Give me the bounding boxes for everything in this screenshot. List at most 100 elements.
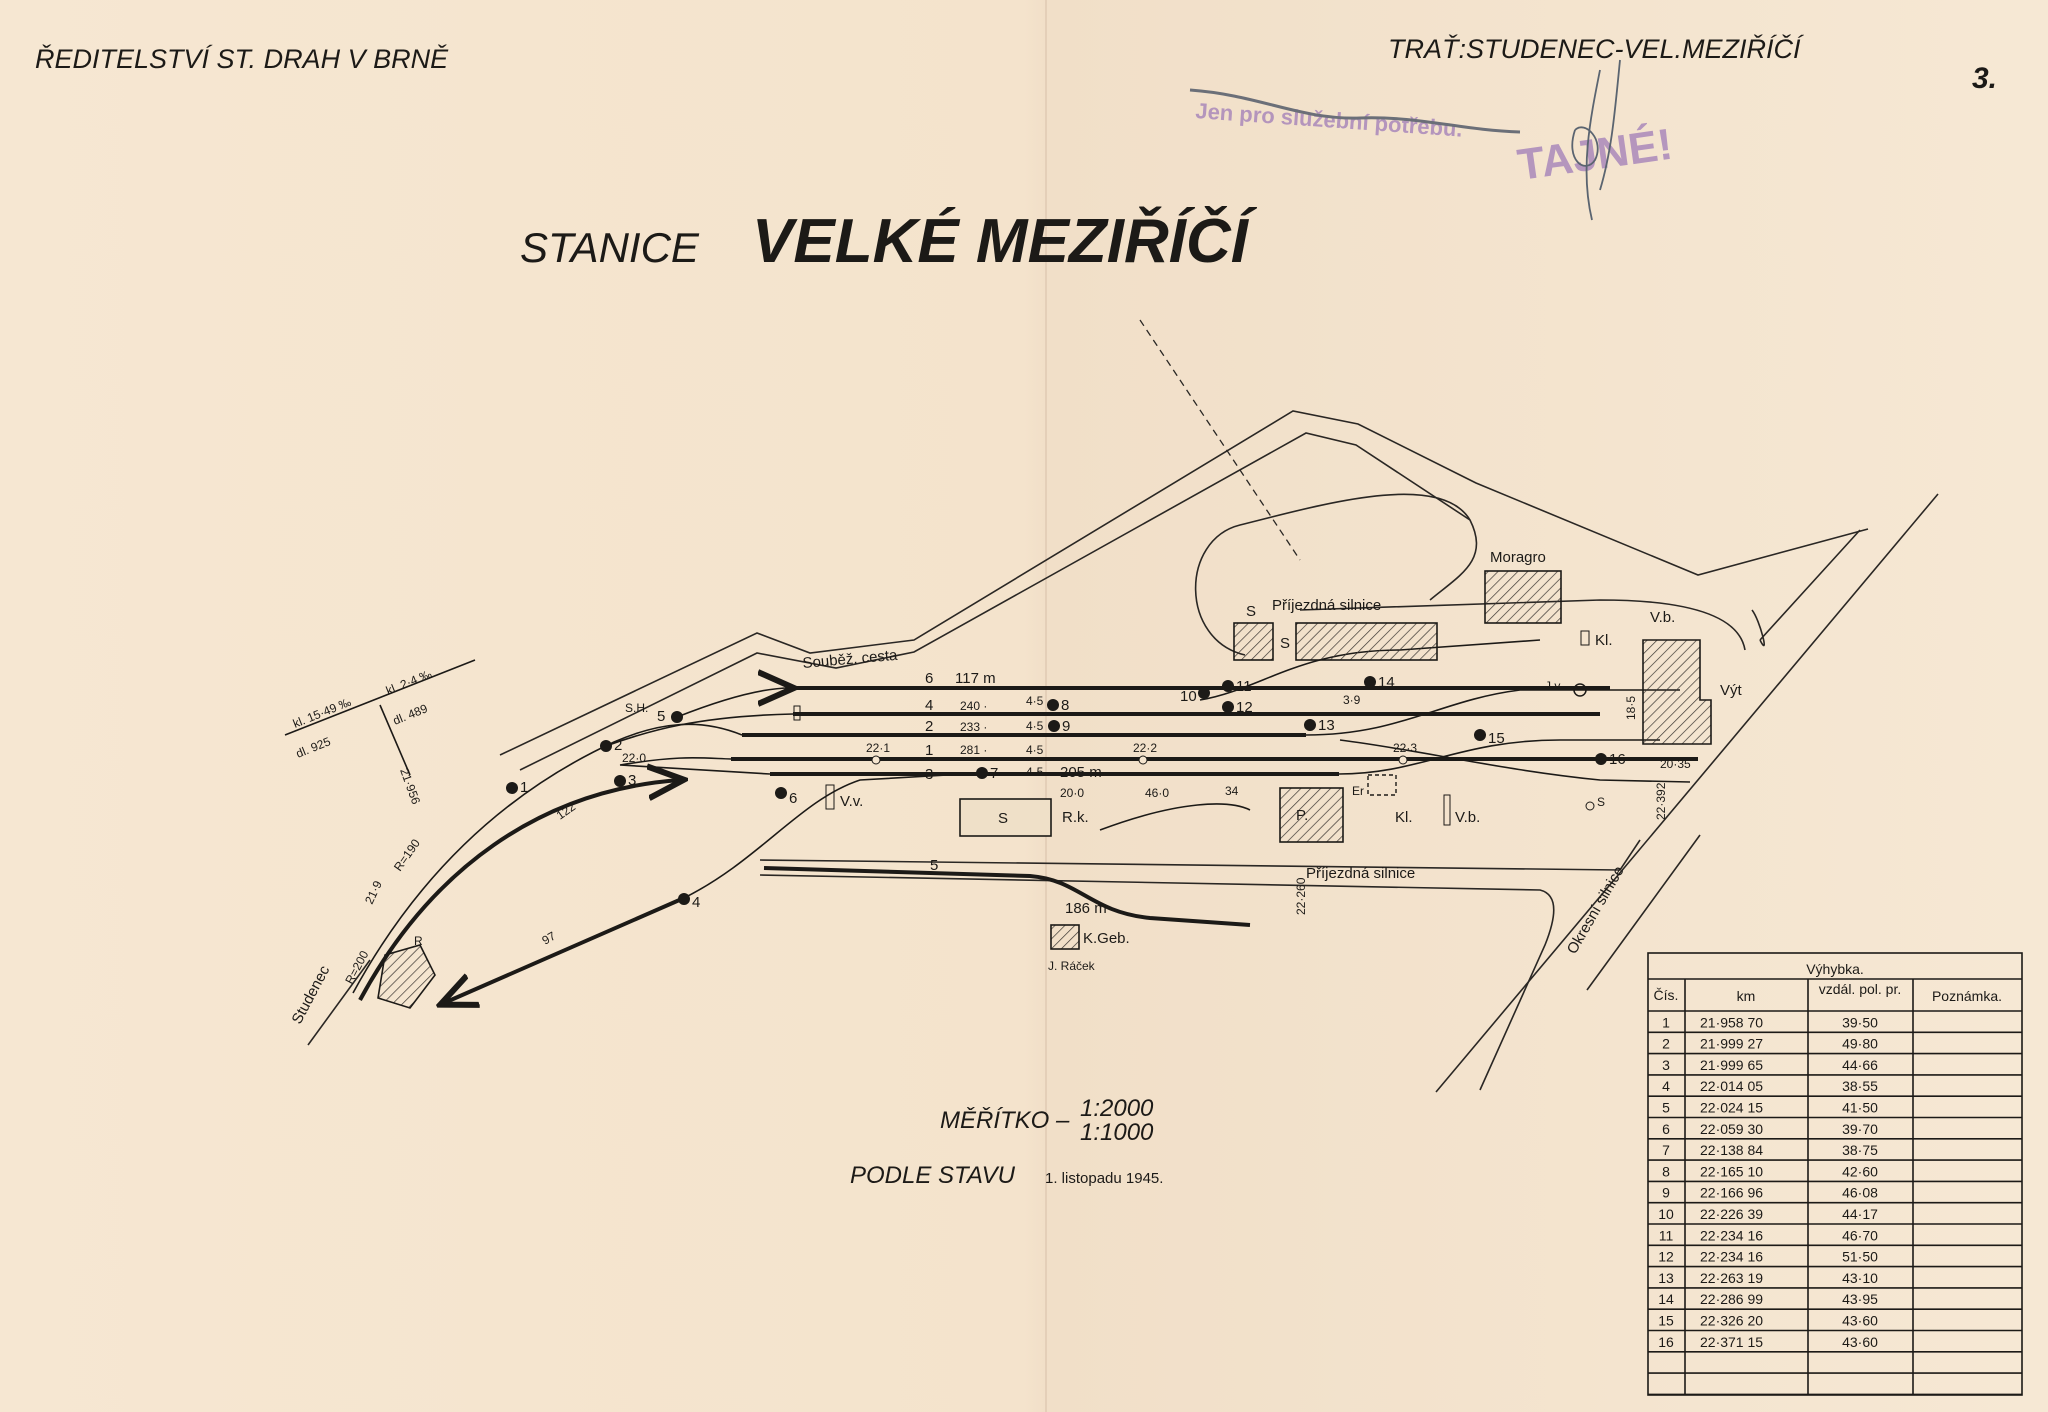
svg-text:11: 11 <box>1236 678 1252 695</box>
boundary-line <box>1139 319 1301 561</box>
track-5-length: 186 m <box>1065 900 1107 917</box>
studenec-building <box>377 944 436 1009</box>
svg-text:1: 1 <box>520 779 528 796</box>
switch-10: 10 <box>1180 687 1210 705</box>
row-distance: 49·80 <box>1842 1036 1878 1052</box>
roads <box>307 319 1939 1093</box>
district-road-edge-1 <box>1435 493 1939 1093</box>
row-distance: 44·17 <box>1842 1206 1878 1222</box>
header-railway-directorate: ŘEDITELSTVÍ ST. DRAH V BRNĚ <box>35 43 449 74</box>
toilet-2 <box>1367 774 1397 796</box>
row-distance: 41·50 <box>1842 1100 1878 1116</box>
svg-text:3: 3 <box>628 772 636 789</box>
gradient-marker: kl. 15·49 ‰ dl. 925 kl. 2·4 ‰ dl. 489 21… <box>284 659 476 806</box>
row-km: 22·371 15 <box>1700 1334 1763 1350</box>
km-22-260: 22·260 <box>1294 877 1308 915</box>
row-distance: 46·08 <box>1842 1185 1878 1201</box>
switch-markers: 1 2 3 4 5 6 7 8 9 10 11 12 13 14 15 16 <box>506 674 1626 911</box>
moragro-label: Moragro <box>1490 549 1546 566</box>
row-km: 21·958 70 <box>1700 1014 1763 1030</box>
km-22-1: 22·1 <box>866 741 890 755</box>
row-number: 3 <box>1662 1057 1670 1073</box>
access-road-lower-top <box>759 839 1641 871</box>
svg-text:15: 15 <box>1488 730 1505 747</box>
row-distance: 42·60 <box>1842 1163 1878 1179</box>
row-km: 22·059 30 <box>1700 1121 1763 1137</box>
row-number: 2 <box>1662 1036 1670 1052</box>
spacing-label: 4·5 <box>1026 694 1044 708</box>
storehouse-1-label: S <box>1246 603 1256 620</box>
parallel-road-upper <box>499 410 1869 756</box>
switch-table: Výhybka. Čís. km vzdál. pol. pr. Poznámk… <box>1647 952 2023 1396</box>
scale-label: MĚŘÍTKO – <box>940 1107 1070 1134</box>
switch-16: 16 <box>1595 751 1626 768</box>
row-km: 22·226 39 <box>1700 1206 1763 1222</box>
gradient-left-bottom: dl. 925 <box>294 734 333 761</box>
row-km: 22·286 99 <box>1700 1291 1763 1307</box>
spacing-label: 4·5 <box>1026 719 1044 733</box>
track-4-length: 240 · <box>960 699 987 713</box>
row-km: 21·999 27 <box>1700 1036 1763 1052</box>
stamp-secret: TAJNÉ! <box>1514 119 1675 190</box>
length-97: 97 <box>540 929 559 948</box>
track-2-continuation <box>1305 689 1680 736</box>
handwritten-signature <box>1571 59 1621 221</box>
row-number: 7 <box>1662 1142 1670 1158</box>
row-km: 22·234 16 <box>1700 1227 1763 1243</box>
post-building <box>1279 787 1344 843</box>
svg-text:6: 6 <box>789 790 797 807</box>
signal-house-label: S.H. <box>625 701 648 715</box>
state-note-date: 1. listopadu 1945. <box>1045 1170 1163 1187</box>
post-label: P. <box>1296 807 1308 824</box>
owner-label: J. Ráček <box>1048 959 1096 973</box>
gradient-break <box>379 704 411 776</box>
row-km: 21·999 65 <box>1700 1057 1763 1073</box>
table-row: 7 22·138 84 38·75 <box>1662 1142 1878 1158</box>
track-6-number: 6 <box>925 670 933 687</box>
spacing-label: 3·9 <box>1343 693 1361 707</box>
row-km: 22·138 84 <box>1700 1142 1763 1158</box>
spacing-label: 46·0 <box>1145 786 1169 800</box>
row-number: 10 <box>1658 1206 1674 1222</box>
spacing-label: 18·5 <box>1624 696 1638 720</box>
switch-11: 11 <box>1222 678 1252 695</box>
row-distance: 39·50 <box>1842 1014 1878 1030</box>
row-distance: 51·50 <box>1842 1249 1878 1265</box>
row-number: 14 <box>1658 1291 1674 1307</box>
spacing-label: 34 <box>1225 784 1239 798</box>
er-label: Er <box>1352 784 1364 798</box>
row-distance: 43·95 <box>1842 1291 1878 1307</box>
access-road-lower-bottom <box>759 874 1555 1091</box>
km-22-2: 22·2 <box>1133 741 1157 755</box>
track-3-length: 205 m <box>1060 764 1102 781</box>
scale-1-label: V.b. <box>1650 609 1675 626</box>
scale-horizontal: 1:2000 <box>1080 1095 1154 1122</box>
ramp-label: R.k. <box>1062 809 1089 826</box>
spacing-label: 20·0 <box>1060 786 1084 800</box>
access-road-loop <box>1194 493 1478 656</box>
km-post-icon <box>1138 755 1148 765</box>
track-5-connection <box>683 772 983 899</box>
row-distance: 38·75 <box>1842 1142 1878 1158</box>
state-note-label: PODLE STAVU <box>850 1162 1016 1189</box>
svg-text:5: 5 <box>657 708 665 725</box>
ramp-track <box>1099 803 1251 831</box>
parallel-road-lower <box>519 432 1471 771</box>
buildings: Moragro S S P. S R.k. Výt K.Geb. J. Ráče… <box>377 549 1743 1009</box>
row-km: 22·014 05 <box>1700 1078 1763 1094</box>
row-distance: 43·60 <box>1842 1313 1878 1329</box>
gradient-right-top: kl. 2·4 ‰ <box>384 667 434 698</box>
km-post-icon <box>871 755 881 765</box>
storehouse-2-label: S <box>1280 635 1290 652</box>
km-21-9: 21·9 <box>362 878 385 906</box>
siding-end <box>1339 739 1691 783</box>
switch-15: 15 <box>1474 729 1505 747</box>
row-distance: 46·70 <box>1842 1227 1878 1243</box>
water-crane-label: J.v. <box>1545 679 1563 693</box>
track-5 <box>763 866 1251 927</box>
